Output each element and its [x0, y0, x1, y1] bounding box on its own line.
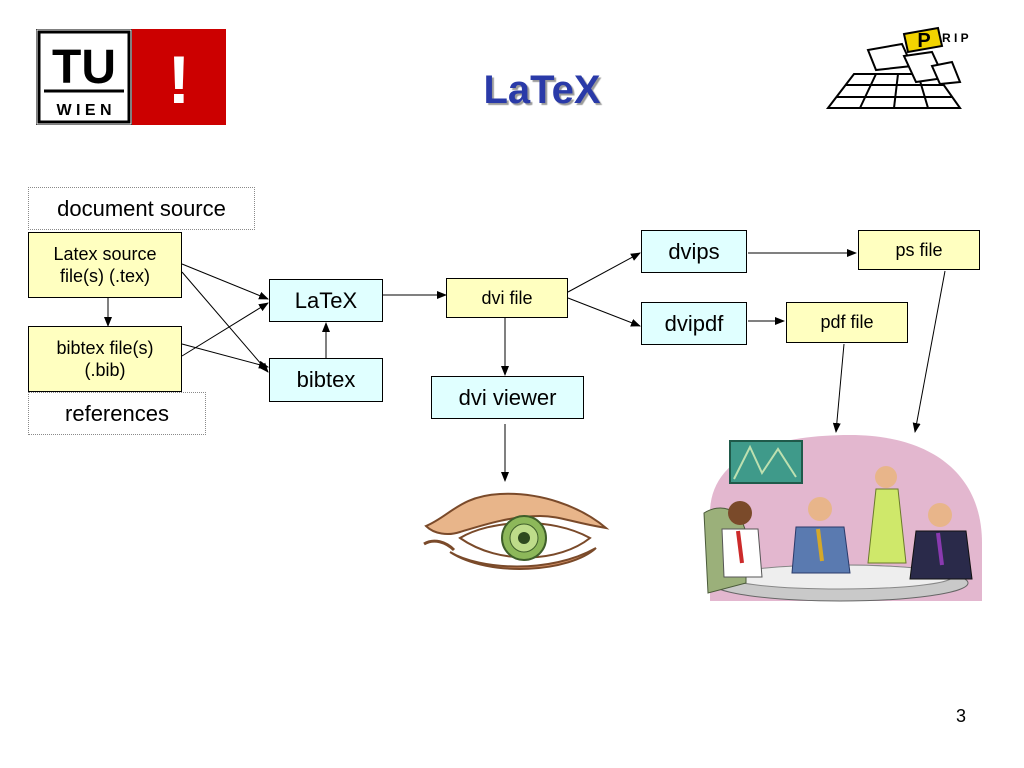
ps-file-box: ps file — [858, 230, 980, 270]
latex-source-text: Latex source file(s) (.tex) — [53, 243, 157, 287]
bibtex-file-box: bibtex file(s) (.bib) — [28, 326, 182, 392]
pdf-file-text: pdf file — [820, 312, 874, 333]
latex-source-box: Latex source file(s) (.tex) — [28, 232, 182, 298]
dvips-text: dvips — [668, 238, 720, 264]
bibtex-box-text: bibtex — [296, 367, 356, 393]
arrow-pdf-to-meeting — [832, 343, 845, 433]
prip-rip-text: R I P — [942, 31, 969, 45]
tu-wien-logo-graphic: TU W I E N ! — [35, 28, 226, 126]
prip-p-text: P — [917, 30, 930, 52]
pdf-file-box: pdf file — [786, 302, 908, 343]
arrow-ps-to-meeting — [912, 270, 946, 433]
bibtex-file-text: bibtex file(s) (.bib) — [56, 337, 154, 381]
latex-box-text: LaTeX — [294, 287, 358, 313]
eye-illustration — [420, 486, 610, 576]
meeting-illustration — [700, 433, 985, 605]
dvi-viewer-text: dvi viewer — [458, 384, 557, 410]
arrow-bib-to-latex — [181, 302, 269, 357]
latex-box: LaTeX — [269, 279, 383, 322]
document-source-label: document source — [28, 187, 255, 230]
tu-wien-logo: TU W I E N ! — [35, 28, 226, 126]
references-label: references — [28, 392, 206, 435]
prip-logo-graphic: P R I P — [825, 26, 969, 109]
meeting-icon — [703, 435, 982, 602]
tu-text: TU — [52, 41, 116, 94]
dvi-file-box: dvi file — [446, 278, 568, 318]
dvips-box: dvips — [641, 230, 747, 273]
slide-title: LaTeX — [483, 68, 601, 112]
arrow-tex-to-latex — [181, 263, 269, 300]
arrow-dvi-to-dvipdf — [567, 297, 641, 327]
ps-file-text: ps file — [895, 239, 943, 260]
page-number: 3 — [955, 706, 966, 726]
dvipdf-box: dvipdf — [641, 302, 747, 345]
arrow-dvi-to-dvips — [567, 252, 641, 293]
dvipdf-text: dvipdf — [664, 310, 724, 336]
prip-logo: P R I P — [824, 26, 984, 114]
exclamation-text: ! — [168, 42, 191, 118]
arrow-tex-to-bibtex — [181, 271, 269, 373]
bibtex-box: bibtex — [269, 358, 383, 402]
wien-text: W I E N — [56, 102, 111, 119]
dvi-file-text: dvi file — [481, 287, 533, 308]
eye-icon — [423, 492, 610, 570]
dvi-viewer-box: dvi viewer — [431, 376, 584, 419]
arrow-bib-to-bibtex — [181, 343, 269, 369]
